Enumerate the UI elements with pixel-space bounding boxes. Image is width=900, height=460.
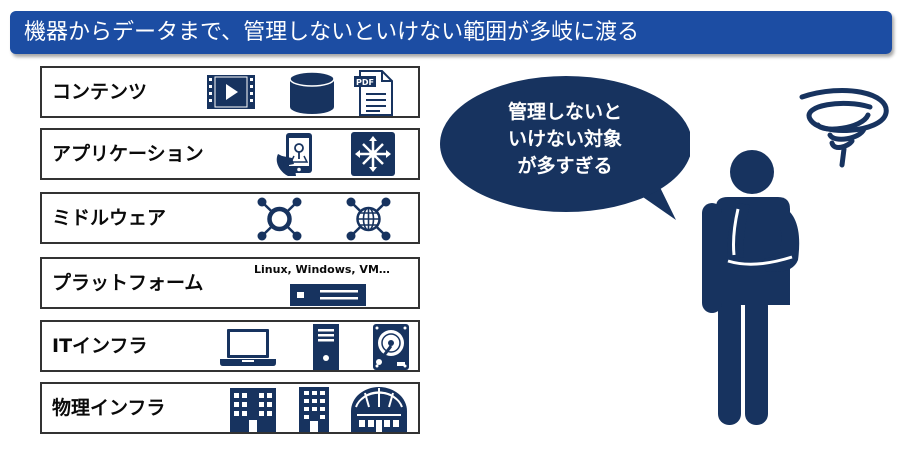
data-center-dome-icon: [351, 387, 407, 432]
globe-network-icon: [345, 197, 391, 241]
network-switch-icon: [351, 132, 395, 176]
bubble-line: いけない対象: [507, 128, 622, 150]
title-text: 機器からデータまで、管理しないといけない範囲が多岐に渡る: [24, 20, 640, 45]
tower-server-icon: [313, 324, 339, 370]
pdf-document-icon: PDF: [354, 70, 394, 116]
layer-label: 物理インフラ: [52, 397, 166, 419]
layer-physical-infra: 物理インフラ: [40, 382, 420, 434]
layer-it-infra: ITインフラ: [40, 320, 420, 372]
bubble-line: が多すぎる: [517, 155, 613, 177]
layer-label: ミドルウェア: [52, 207, 167, 229]
layer-label: コンテンツ: [52, 81, 148, 103]
confused-person-icon: [694, 85, 894, 434]
layer-label: ITインフラ: [52, 335, 148, 357]
smartphone-app-icon: [276, 132, 318, 178]
laptop-icon: [218, 328, 278, 368]
office-building-icon: [230, 388, 276, 432]
swirl-icon: [799, 88, 889, 168]
database-icon: [288, 71, 336, 115]
server-unit-icon: [290, 284, 366, 306]
tall-building-icon: [299, 387, 329, 432]
os-list-text: Linux, Windows, VM…: [254, 263, 390, 276]
layer-platform: プラットフォーム Linux, Windows, VM…: [40, 257, 420, 309]
hub-network-icon: [256, 197, 302, 241]
bubble-line: 管理しないと: [507, 101, 622, 123]
layer-label: プラットフォーム: [52, 272, 204, 294]
title-banner: 機器からデータまで、管理しないといけない範囲が多岐に渡る: [10, 11, 892, 54]
speech-bubble: [440, 70, 692, 234]
layer-application: アプリケーション: [40, 128, 420, 180]
layer-contents: コンテンツ PDF: [40, 66, 420, 118]
video-icon: [207, 75, 255, 109]
svg-text:PDF: PDF: [356, 78, 374, 87]
layer-middleware: ミドルウェア: [40, 192, 420, 244]
layer-label: アプリケーション: [52, 143, 204, 165]
hard-disk-icon: [373, 324, 409, 370]
speech-bubble-text: 管理しないと いけない対象 が多すぎる: [470, 99, 660, 180]
